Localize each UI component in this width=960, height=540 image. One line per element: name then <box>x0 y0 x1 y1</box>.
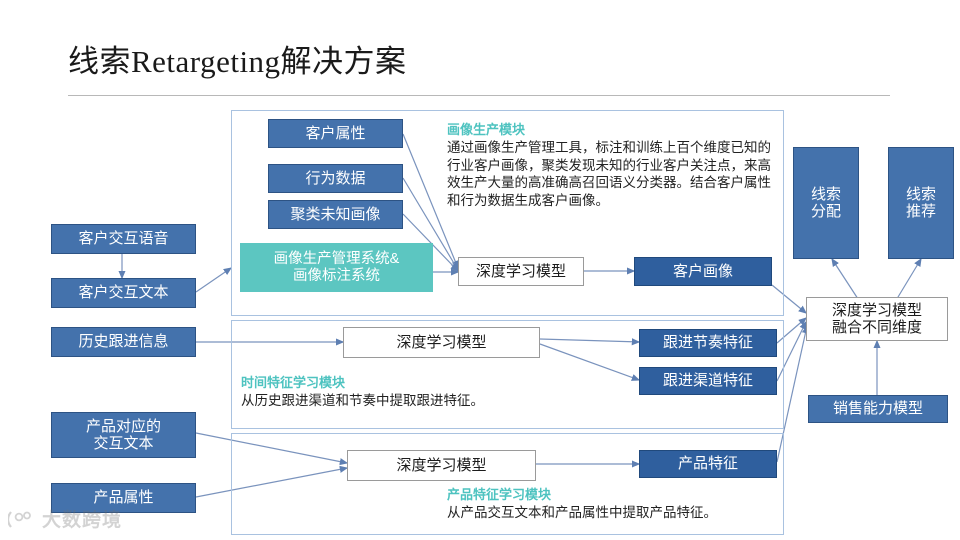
watermark-text: 大数跨境 <box>42 510 123 531</box>
panel-time-module <box>231 320 784 429</box>
time-output-followup-rhythm-box[interactable]: 跟进节奏特征 <box>639 329 777 357</box>
input-box-product-interaction-text[interactable]: 产品对应的 交互文本 <box>51 412 196 458</box>
input-box-history-followup[interactable]: 历史跟进信息 <box>51 327 196 357</box>
caption-product-module: 产品特征学习模块 从产品交互文本和产品属性中提取产品特征。 <box>447 487 787 522</box>
watermark-logo-icon <box>8 510 31 528</box>
input-box-product-attributes[interactable]: 产品属性 <box>51 483 196 513</box>
caption-product-heading: 产品特征学习模块 <box>447 487 552 502</box>
caption-time-heading: 时间特征学习模块 <box>241 375 346 390</box>
source-box-cluster-unknown-portrait[interactable]: 聚类未知画像 <box>268 200 403 229</box>
input-box-customer-voice[interactable]: 客户交互语音 <box>51 224 196 254</box>
time-deep-learning-model-box[interactable]: 深度学习模型 <box>343 327 540 358</box>
input-box-customer-text[interactable]: 客户交互文本 <box>51 278 196 308</box>
portrait-output-customer-profile-box[interactable]: 客户画像 <box>634 257 772 286</box>
panel-product-module <box>231 433 784 535</box>
page-title: 线索Retargeting解决方案 <box>68 44 407 79</box>
outcome-box-lead-recommendation[interactable]: 线索 推荐 <box>888 147 954 259</box>
caption-portrait-heading: 画像生产模块 <box>447 122 526 137</box>
title-divider <box>68 95 890 96</box>
caption-time-module: 时间特征学习模块 从历史跟进渠道和节奏中提取跟进特征。 <box>241 375 621 410</box>
panel-portrait-module <box>231 110 784 316</box>
caption-time-body: 从历史跟进渠道和节奏中提取跟进特征。 <box>241 393 484 409</box>
portrait-production-system-box[interactable]: 画像生产管理系统& 画像标注系统 <box>240 243 433 292</box>
fusion-model-box[interactable]: 深度学习模型 融合不同维度 <box>806 297 948 341</box>
outcome-box-lead-allocation[interactable]: 线索 分配 <box>793 147 859 259</box>
caption-portrait-body: 通过画像生产管理工具，标注和训练上百个维度已知的行业客户画像，聚类发现未知的行业… <box>447 140 771 208</box>
watermark: 大数跨境 <box>8 505 122 532</box>
source-box-behavior-data[interactable]: 行为数据 <box>268 164 403 193</box>
product-deep-learning-model-box[interactable]: 深度学习模型 <box>347 450 536 481</box>
caption-product-body: 从产品交互文本和产品属性中提取产品特征。 <box>447 505 717 521</box>
portrait-deep-learning-model-box[interactable]: 深度学习模型 <box>458 257 584 286</box>
source-box-customer-attributes[interactable]: 客户属性 <box>268 119 403 148</box>
product-output-feature-box[interactable]: 产品特征 <box>639 450 777 478</box>
sales-capability-model-box[interactable]: 销售能力模型 <box>808 395 948 423</box>
time-output-followup-channel-box[interactable]: 跟进渠道特征 <box>639 367 777 395</box>
caption-portrait-module: 画像生产模块 通过画像生产管理工具，标注和训练上百个维度已知的行业客户画像，聚类… <box>447 122 777 209</box>
